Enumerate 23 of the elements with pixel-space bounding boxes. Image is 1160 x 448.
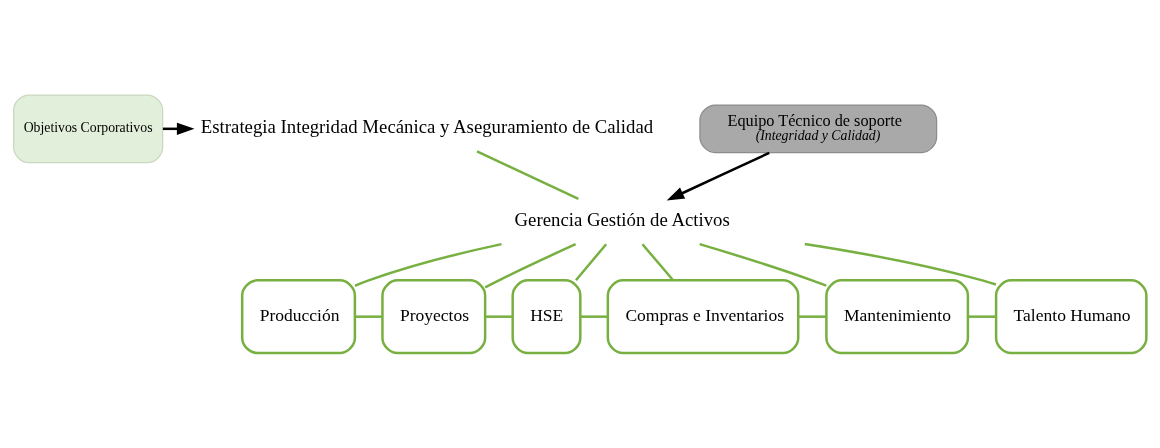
node-box: Equipo Técnico de soporte (Integridad y Calidad): [699, 104, 938, 154]
connector: [485, 315, 513, 318]
connector: [804, 242, 997, 286]
connector: [575, 243, 608, 282]
node-box: Producción: [240, 279, 357, 355]
node-box: Talento Humano: [994, 279, 1148, 355]
connector: [355, 315, 383, 318]
connector: [798, 315, 827, 318]
connector: [484, 243, 577, 289]
connector: [641, 243, 675, 282]
node-box: Compras e Inventarios: [606, 279, 800, 355]
node-box: Proyectos: [381, 279, 487, 355]
node-box: HSE: [511, 279, 582, 355]
connector: [699, 242, 827, 287]
connector: [476, 150, 579, 200]
connector: [354, 242, 502, 287]
node-box: Objetivos Corporativos: [13, 94, 164, 164]
connector: [580, 315, 608, 318]
node-text: Gerencia Gestión de Activos: [514, 208, 730, 230]
node-box: Mantenimiento: [825, 279, 970, 355]
arrow: [666, 151, 770, 201]
node-text: Estrategia Integridad Mecánica y Aseguramiento de Calidad: [200, 116, 654, 138]
connector: [968, 315, 996, 318]
